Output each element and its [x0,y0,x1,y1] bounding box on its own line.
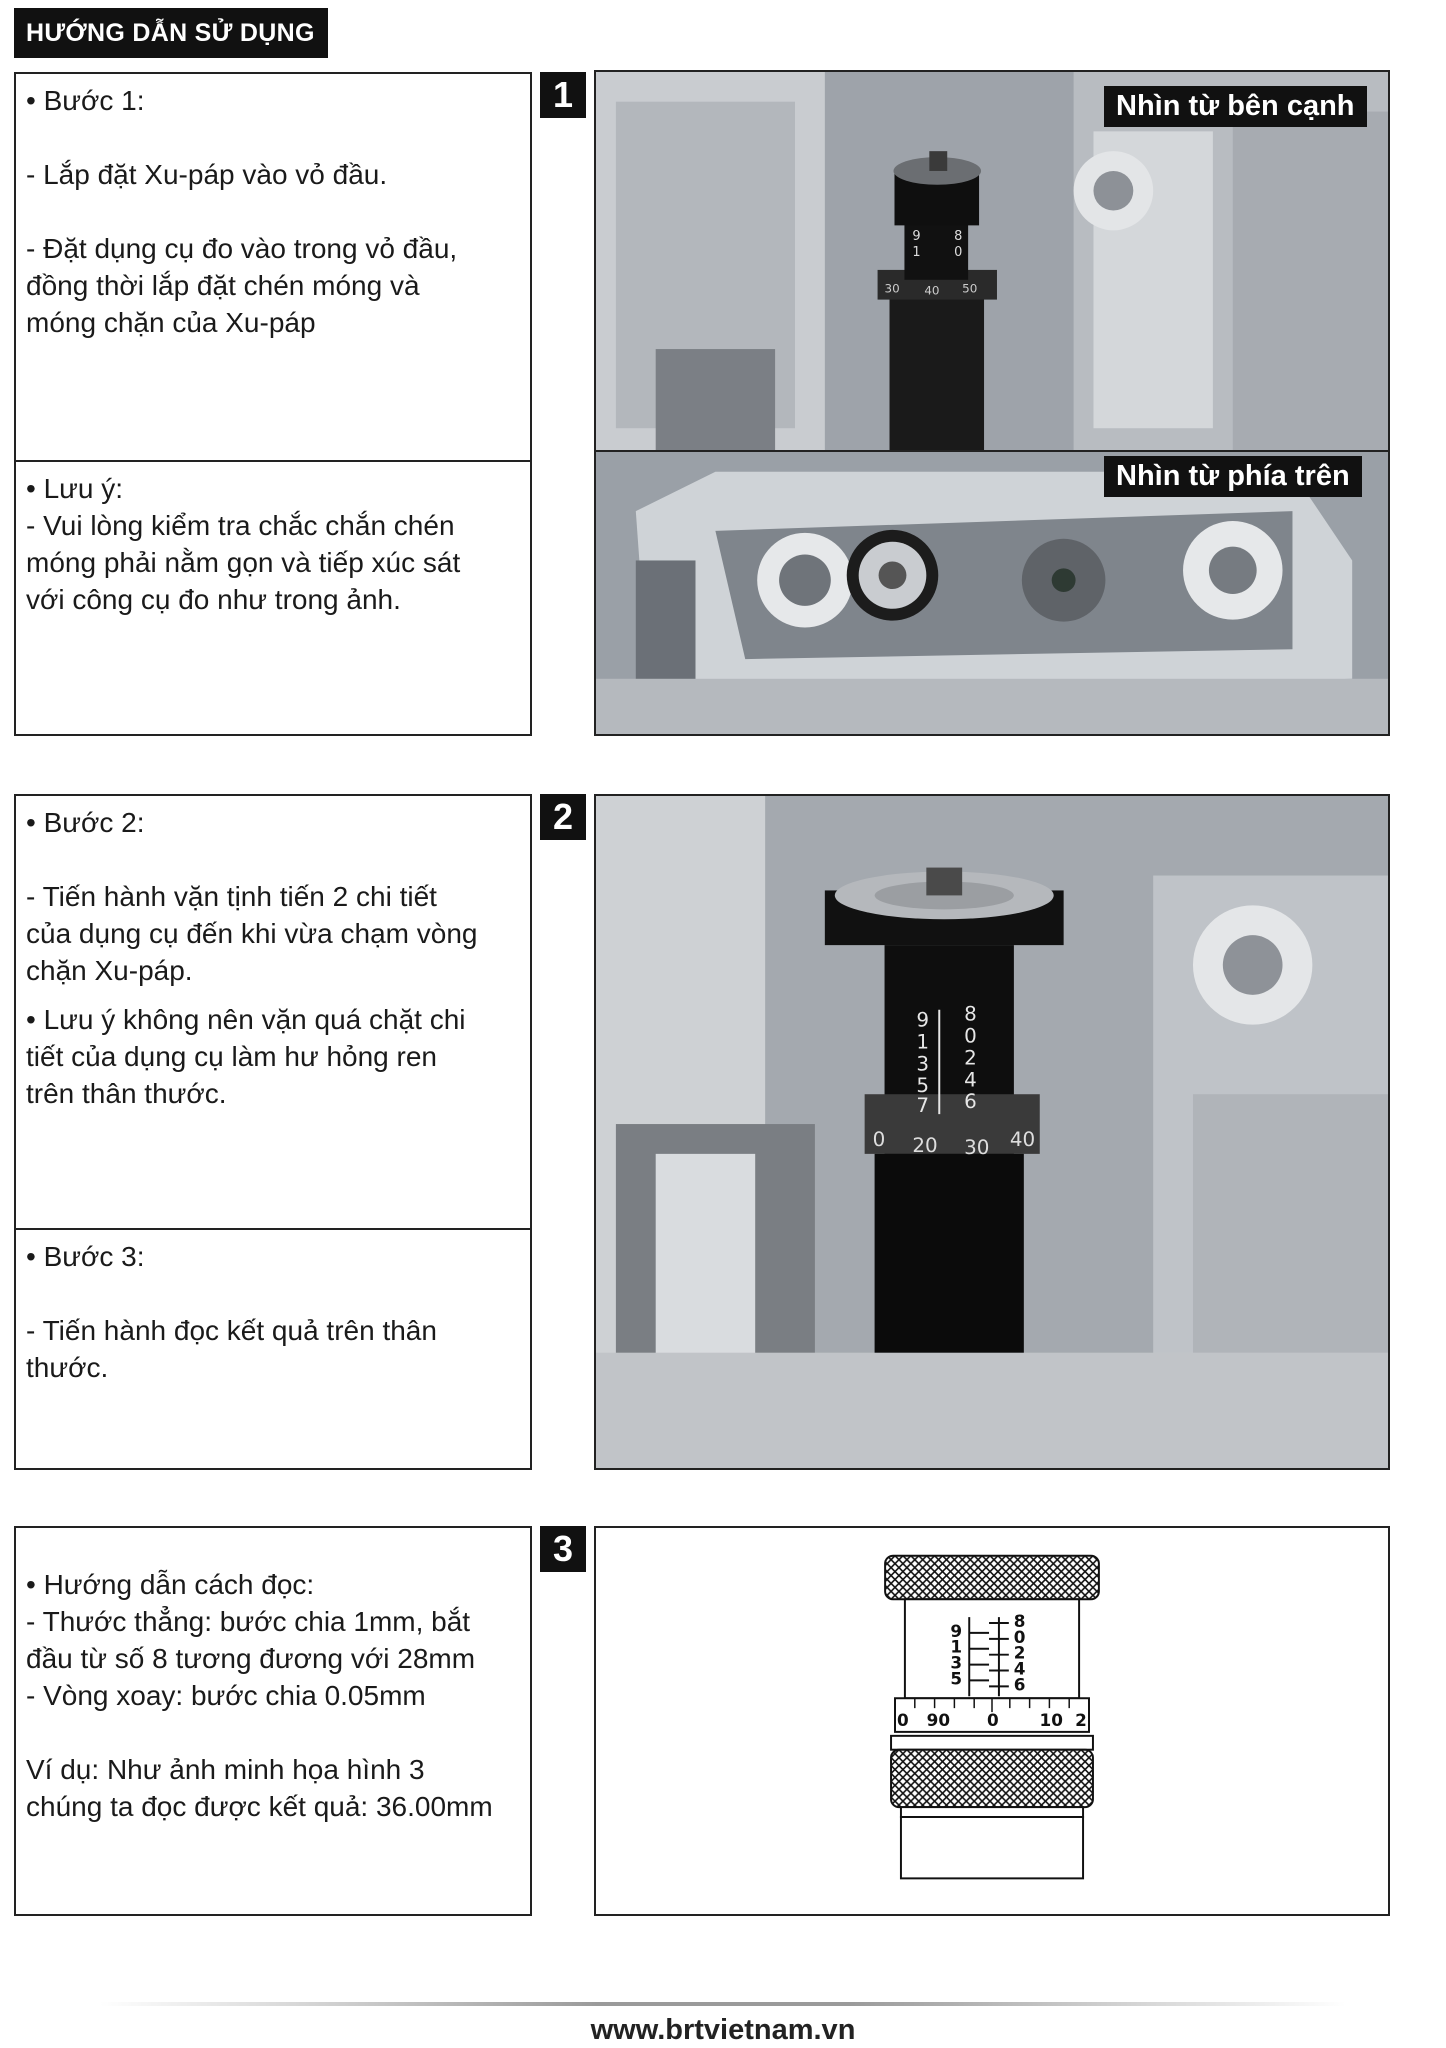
scale-left-0: 9 [916,1009,929,1032]
reading-guide-line: • Hướng dẫn cách đọc: [26,1569,315,1600]
page-title: HƯỚNG DẪN SỬ DỤNG [14,8,328,58]
scale-left-1: 1 [916,1031,929,1054]
svg-text:0: 0 [954,245,962,260]
scale-right-2: 2 [964,1046,977,1069]
step2-badge: 2 [540,794,586,840]
base-sleeve [899,1816,1085,1880]
step1-text: • Bước 1: - Lắp đặt Xu-páp vào vỏ đầu. - Đ… [26,82,520,341]
photo-side-view-illustration: 9 1 8 0 30 40 50 [596,72,1388,450]
diagram-ring-2: 0 [987,1710,999,1730]
step1-note-box: • Lưu ý: - Vui lòng kiểm tra chắc chắn ch… [14,460,532,736]
line-gap [26,841,520,878]
svg-text:1: 1 [912,245,920,260]
step1-note-line: với công cụ đo như trong ảnh. [26,584,401,615]
diagram-scale-left-1: 1 [950,1637,962,1657]
svg-text:8: 8 [954,229,962,244]
scale-left-2: 3 [916,1052,929,1075]
diagram-scale-left-2: 3 [950,1653,962,1673]
photo-side-view: 9 1 8 0 30 40 50 [594,70,1390,452]
caption-side-view: Nhìn từ bên cạnh [1104,86,1367,127]
step1-note-text: • Lưu ý: - Vui lòng kiểm tra chắc chắn ch… [26,470,520,618]
step1-line: đồng thời lắp đặt chén móng và [26,270,420,301]
line-gap [26,193,520,230]
scale-right-3: 4 [964,1068,977,1091]
diagram-ring-3: 10 [1040,1710,1063,1730]
diagram-scale-right-0: 8 [1014,1611,1026,1631]
diagram-scale-right-4: 6 [1014,1674,1026,1694]
scale-right-0: 8 [964,1003,977,1026]
svg-text:50: 50 [962,282,977,296]
scale-right-1: 0 [964,1025,977,1048]
step1-note-line: - Vui lòng kiểm tra chắc chắn chén [26,510,455,541]
ring-label-0: 0 [873,1128,886,1151]
reading-guide-line: Ví dụ: Như ảnh minh họa hình 3 [26,1754,425,1785]
step1-line: - Đặt dụng cụ đo vào trong vỏ đầu, [26,233,458,264]
photo-top-view-illustration [596,452,1388,734]
reading-guide-text: • Hướng dẫn cách đọc: - Thước thẳng: bước… [26,1566,520,1825]
step2-note-line: trên thân thước. [26,1078,227,1109]
svg-text:40: 40 [924,284,939,298]
ring-label-1: 20 [912,1134,937,1157]
step3-text-box: • Bước 3: - Tiến hành đọc kết quả trên th… [14,1228,532,1470]
photo-top-view [594,450,1390,736]
step2-note-line: tiết của dụng cụ làm hư hỏng ren [26,1041,438,1072]
step1-note-line: móng phải nằm gọn và tiếp xúc sát [26,547,461,578]
line-gap [26,119,520,156]
step3-line: thước. [26,1352,109,1383]
diagram-box: 9 1 3 5 8 0 2 4 6 0 90 0 [594,1526,1390,1916]
line-gap [26,1275,520,1312]
step2-text-box: • Bước 2: - Tiến hành vặn tịnh tiến 2 chi… [14,794,532,1232]
reading-guide-box: • Hướng dẫn cách đọc: - Thước thẳng: bước… [14,1526,532,1916]
diagram-ring-4: 2 [1075,1710,1087,1730]
scale-right-4: 6 [964,1090,977,1113]
step2-scale: 9 1 3 5 7 8 0 2 4 6 0 20 30 40 [873,1003,1036,1159]
side-scale: 9 1 8 0 30 40 50 [885,229,978,297]
svg-text:30: 30 [885,282,900,296]
step2-note-text: • Lưu ý không nên vặn quá chặt chi tiết c… [26,1001,520,1112]
diagram-scale-right-1: 0 [1014,1627,1026,1647]
photo-step2: 9 1 3 5 7 8 0 2 4 6 0 20 30 40 [594,794,1390,1470]
scale-left-4: 7 [916,1094,929,1117]
step2-line: • Bước 2: [26,807,145,838]
caption-top-view: Nhìn từ phía trên [1104,456,1362,497]
diagram-scale-right-2: 2 [1014,1643,1026,1663]
step1-badge: 1 [540,72,586,118]
reading-guide-line: đầu từ số 8 tương đương với 28mm [26,1643,476,1674]
step1-text-box: • Bước 1: - Lắp đặt Xu-páp vào vỏ đầu. - Đ… [14,72,532,462]
micrometer-diagram: 9 1 3 5 8 0 2 4 6 0 90 0 [884,1554,1100,1880]
ring-label-3: 40 [1010,1128,1035,1151]
step2-line: của dụng cụ đến khi vừa chạm vòng [26,918,478,949]
step2-line: chặn Xu-páp. [26,955,193,986]
step1-note-line: • Lưu ý: [26,473,124,504]
reading-guide-line: - Thước thẳng: bước chia 1mm, bắt [26,1606,471,1637]
barrel [903,1598,1081,1700]
step3-badge: 3 [540,1526,586,1572]
reading-guide-line: - Vòng xoay: bước chia 0.05mm [26,1680,426,1711]
step2-line: - Tiến hành vặn tịnh tiến 2 chi tiết [26,881,437,912]
reading-guide-line: chúng ta đọc được kết quả: 36.00mm [26,1791,493,1822]
footer-url[interactable]: www.brtvietnam.vn [590,2014,856,2046]
ring-label-2: 30 [964,1136,989,1159]
bottom-knurled-sleeve [890,1748,1094,1809]
step1-line: • Bước 1: [26,85,145,116]
step3-line: • Bước 3: [26,1241,145,1272]
step1-line: - Lắp đặt Xu-páp vào vỏ đầu. [26,159,388,190]
step3-line: - Tiến hành đọc kết quả trên thân [26,1315,437,1346]
step1-line: móng chặn của Xu-páp [26,307,316,338]
scale-left-3: 5 [916,1074,929,1097]
diagram-scale-right-3: 4 [1014,1658,1026,1678]
line-gap [26,1714,520,1751]
diagram-ring-0: 0 [897,1710,909,1730]
step2-text: • Bước 2: - Tiến hành vặn tịnh tiến 2 chi… [26,804,520,989]
step3-text: • Bước 3: - Tiến hành đọc kết quả trên th… [26,1238,520,1386]
step2-note-line: • Lưu ý không nên vặn quá chặt chi [26,1004,466,1035]
svg-text:9: 9 [912,229,920,244]
diagram-scale-left-3: 5 [950,1668,962,1688]
photo-step2-illustration: 9 1 3 5 7 8 0 2 4 6 0 20 30 40 [596,796,1388,1468]
diagram-scale-left-0: 9 [950,1621,962,1641]
footer-divider [100,2002,1346,2006]
top-knurled-cap [884,1554,1100,1601]
diagram-ring-1: 90 [927,1710,950,1730]
